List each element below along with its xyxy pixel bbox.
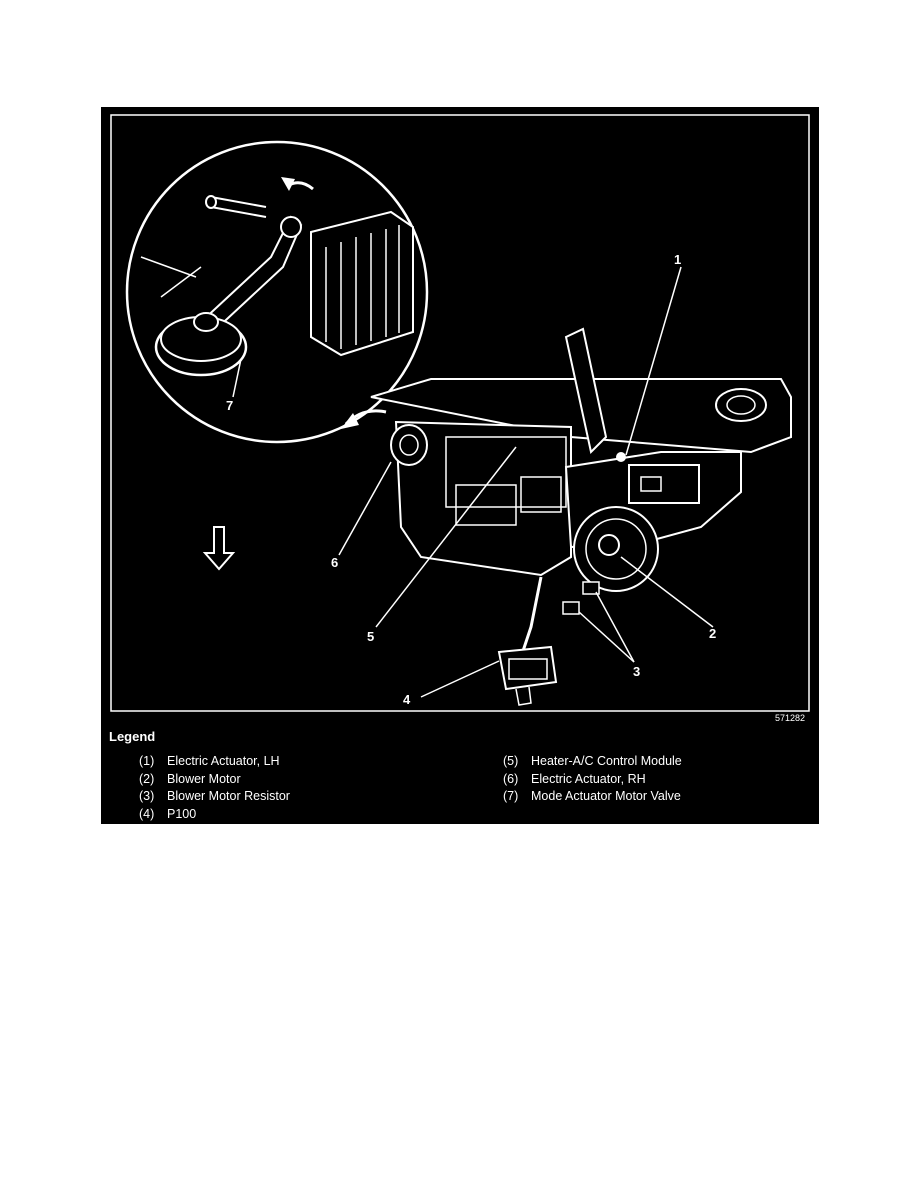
legend-column-left: (1) Electric Actuator, LH (2) Blower Motor… xyxy=(139,753,290,823)
detail-zoom-circle xyxy=(125,140,429,444)
callout-2: 2 xyxy=(709,626,716,641)
legend-title: Legend xyxy=(109,729,156,744)
legend-column-right: (5) Heater-A/C Control Module (6) Electric… xyxy=(503,753,682,806)
legend-item-number: (2) xyxy=(139,771,155,786)
legend-item: (3) Blower Motor Resistor xyxy=(139,788,290,806)
legend-item: (4) P100 xyxy=(139,806,290,824)
legend-item-number: (1) xyxy=(139,754,155,768)
callout-3: 3 xyxy=(633,664,640,679)
forward-direction-arrow xyxy=(202,526,236,571)
figure-code: 571282 xyxy=(774,713,805,723)
callout-6: 6 xyxy=(331,555,338,570)
legend-item-text: Heater-A/C Control Module xyxy=(531,754,682,768)
hvac-unit-drawing xyxy=(370,327,792,706)
legend-item: (2) Blower Motor xyxy=(139,771,290,789)
legend-item-number: (6) xyxy=(503,771,519,786)
diagram-frame xyxy=(110,114,810,712)
legend-item: (1) Electric Actuator, LH xyxy=(139,753,290,771)
legend-item-text: Blower Motor Resistor xyxy=(167,789,290,803)
legend-item-text: Mode Actuator Motor Valve xyxy=(531,789,681,803)
diagram-figure: 1 2 3 4 5 6 7 571282 Legend (1) Electric … xyxy=(101,107,819,824)
legend-item: (6) Electric Actuator, RH xyxy=(503,771,682,789)
legend-item-number: (7) xyxy=(503,789,519,803)
legend-item: (7) Mode Actuator Motor Valve xyxy=(503,788,682,806)
legend-item-number: (5) xyxy=(503,754,519,768)
legend-item-number: (3) xyxy=(139,789,155,803)
legend-item-text: Electric Actuator, LH xyxy=(167,754,280,768)
legend-item-text: Blower Motor xyxy=(167,771,241,786)
legend-item-number: (4) xyxy=(139,806,155,821)
callout-leaders xyxy=(232,266,714,698)
callout-5: 5 xyxy=(367,629,374,644)
callout-7: 7 xyxy=(226,398,233,413)
legend-item-text: P100 xyxy=(167,806,197,821)
hvac-diagram-drawing: 1 2 3 4 5 6 7 xyxy=(110,114,810,712)
legend-item-text: Electric Actuator, RH xyxy=(531,771,646,786)
callout-1: 1 xyxy=(674,252,681,267)
callout-4: 4 xyxy=(403,692,411,707)
legend-item: (5) Heater-A/C Control Module xyxy=(503,753,682,771)
